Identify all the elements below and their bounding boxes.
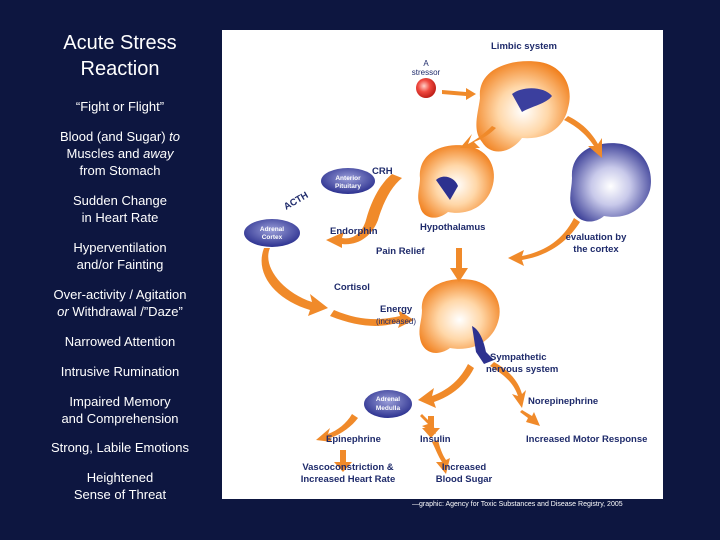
label-adrenal-medulla-2: Medulla <box>376 405 401 412</box>
label-endorphin: Endorphin <box>330 226 378 237</box>
label-norepinephrine: Norepinephrine <box>528 396 598 407</box>
label-vaso-1: Vascoconstriction & <box>302 462 393 473</box>
label-blood-sugar-2: Blood Sugar <box>436 474 493 485</box>
symptom-item: “Fight or Flight” <box>75 99 165 114</box>
symptom-item: Intrusive Rumination <box>60 364 180 379</box>
label-energy: Energy <box>380 304 413 315</box>
label-adrenal-cortex-1: Adrenal <box>260 226 284 233</box>
label-vaso-2: Increased Heart Rate <box>301 474 396 485</box>
label-cortisol: Cortisol <box>334 282 370 293</box>
label-adrenal-medulla-1: Adrenal <box>376 396 400 403</box>
label-anterior-pituitary-2: Pituitary <box>335 183 361 190</box>
stress-diagram: Limbic system A stressor CRH ACTH Anteri… <box>244 41 651 485</box>
label-blood-sugar-1: Increased <box>442 462 487 473</box>
label-energy-note: (increased) <box>376 317 416 326</box>
limbic-brain <box>476 61 570 152</box>
symptom-item: Strong, Labile Emotions <box>50 440 190 455</box>
left-text-column: Acute Stress Reaction <box>40 30 200 82</box>
label-epinephrine: Epinephrine <box>326 434 381 445</box>
slide-title: Acute Stress Reaction <box>40 30 200 82</box>
label-pain-relief: Pain Relief <box>376 246 425 257</box>
adrenal-medulla-oval <box>364 390 412 418</box>
graphic-credit: —graphic: Agency for Toxic Substances an… <box>412 501 623 508</box>
label-limbic-system: Limbic system <box>491 41 557 52</box>
label-evaluation-2: the cortex <box>573 244 619 255</box>
label-hypothalamus: Hypothalamus <box>420 222 485 233</box>
stressor-ball <box>416 78 436 98</box>
label-crh: CRH <box>372 166 393 177</box>
adrenal-cortex-oval <box>244 219 300 247</box>
label-anterior-pituitary-1: Anterior <box>335 175 361 182</box>
label-adrenal-cortex-2: Cortex <box>262 234 283 241</box>
label-motor-response: Increased Motor Response <box>526 434 647 445</box>
anterior-pituitary-oval <box>321 168 375 194</box>
title-line-1: Acute Stress <box>63 32 177 54</box>
energy-brain <box>419 279 500 364</box>
label-stressor-2: stressor <box>412 68 441 77</box>
label-stressor-1: A <box>423 59 429 68</box>
stress-diagram-panel: Limbic system A stressor CRH ACTH Anteri… <box>222 30 663 499</box>
title-line-2: Reaction <box>80 58 160 80</box>
label-sympathetic-2: nervous system <box>486 364 558 375</box>
label-acth: ACTH <box>282 190 310 213</box>
symptom-item: Narrowed Attention <box>64 334 176 349</box>
flow-arrows <box>261 88 602 474</box>
hypothalamus-brain <box>418 145 494 218</box>
cortex-brain <box>570 143 651 222</box>
label-sympathetic-1: Sympathetic <box>490 352 547 363</box>
label-evaluation-1: evaluation by <box>566 232 627 243</box>
label-insulin: Insulin <box>420 434 451 445</box>
